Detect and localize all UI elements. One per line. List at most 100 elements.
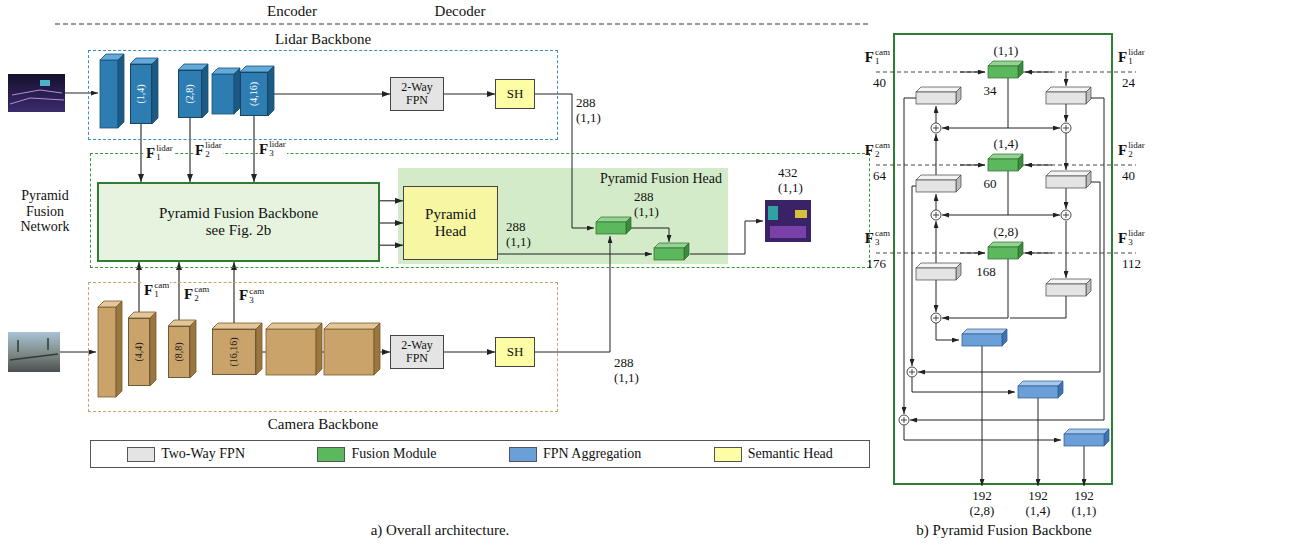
level-input — [1025, 253, 1052, 254]
math-superscript: cam — [249, 287, 264, 296]
camera-image-detail — [10, 338, 58, 360]
feature-label: F2cam — [183, 285, 210, 303]
output-wire — [1084, 446, 1085, 486]
math-subscript: 3 — [1128, 238, 1133, 247]
math-superscript: cam — [194, 285, 209, 294]
figure-label: 288 (1,1) — [634, 190, 659, 219]
fpn-block — [1046, 279, 1091, 296]
fusion-module — [596, 217, 631, 234]
math-subscript: 3 — [249, 296, 254, 305]
encoder-block: (1,4) — [130, 64, 152, 124]
flow-arrow — [178, 262, 179, 326]
math-index: 1cam — [875, 48, 890, 66]
output-wire — [690, 221, 763, 254]
group-heading: Pyramid Fusion Head — [600, 171, 722, 187]
legend-text: Semantic Head — [748, 446, 833, 462]
figure-label: 64 — [873, 169, 886, 184]
figure-label: F2lidar — [1118, 141, 1145, 159]
node-text: SH — [507, 345, 524, 360]
figure-label: 192 (2,8) — [970, 489, 995, 518]
backbone-frame: (4,4)(8,8)(16,16)2-Way FPNSHCamera Backb… — [88, 282, 558, 412]
flow-wire — [1066, 104, 1067, 122]
flow-wire — [1066, 133, 1067, 170]
math-superscript: cam — [154, 281, 169, 290]
legend-text: Two-Way FPN — [161, 446, 245, 462]
flow-wire — [936, 194, 937, 210]
block-side — [152, 58, 158, 124]
legend-item: Semantic Head — [714, 446, 833, 462]
encoder-block: (8,8) — [168, 326, 190, 378]
flow-arrow — [253, 116, 254, 182]
block-top — [324, 323, 380, 329]
math-subscript: 2 — [194, 294, 199, 303]
aggregation-block — [1018, 381, 1063, 398]
figure-label: 432 (1,1) — [778, 166, 803, 195]
math-superscript: cam — [875, 48, 890, 57]
output-image-road — [770, 226, 806, 238]
camera-image — [8, 332, 60, 372]
level-input — [960, 165, 985, 166]
level-input — [960, 253, 985, 254]
legend-swatch — [714, 447, 742, 462]
level-input — [960, 72, 985, 73]
math-subscript: 3 — [269, 149, 274, 158]
output-image — [765, 200, 811, 242]
sum-symbol — [1061, 210, 1071, 220]
legend-text: Fusion Module — [351, 446, 436, 462]
fusion-module — [654, 243, 689, 260]
legend-item: Fusion Module — [317, 446, 436, 462]
figure-label: F2cam — [865, 141, 890, 159]
math-superscript: lidar — [205, 141, 222, 150]
encoder-block: (2,8) — [178, 70, 202, 118]
math-symbol: F — [184, 287, 193, 302]
flow-wire — [936, 106, 937, 123]
lidar-image-spot — [40, 80, 50, 86]
figure-label: 192 (1,1) — [1072, 489, 1097, 518]
sum-symbol — [931, 123, 941, 133]
node-text: (16,16) — [229, 337, 239, 366]
group-heading: Pyramid Fusion Network — [5, 188, 85, 235]
fusion-module — [988, 242, 1023, 259]
node-text: Pyramid Head — [416, 206, 486, 240]
node-text: 2-Way FPN — [396, 339, 438, 366]
math-index: 3lidar — [269, 140, 286, 158]
flow-wire — [904, 425, 1061, 440]
math-symbol: F — [1118, 49, 1127, 66]
figure-label: 60 — [984, 177, 997, 192]
level-rule — [876, 72, 1136, 253]
header-rule — [55, 24, 870, 25]
block-side — [118, 54, 124, 128]
math-subscript: 1 — [154, 290, 159, 299]
node-text: (1,4) — [136, 84, 146, 103]
math-superscript: lidar — [1128, 141, 1145, 150]
feature-label: F1lidar — [145, 144, 174, 162]
flow-arrow — [380, 245, 403, 246]
math-symbol: F — [146, 146, 155, 161]
input-arrow — [60, 352, 96, 353]
math-superscript: lidar — [156, 144, 173, 153]
math-index: 3lidar — [1128, 229, 1145, 247]
figure-label: 24 — [1122, 76, 1135, 91]
math-superscript: lidar — [1128, 229, 1145, 238]
fpn-block — [916, 263, 961, 280]
heading-holder: Lidar Backbone — [89, 30, 557, 48]
sum-symbol — [899, 415, 909, 425]
block-top — [266, 323, 322, 329]
figure-label: 34 — [984, 84, 997, 99]
backbone-frame: (1,4)(2,8)(4,16)2-Way FPNSHLidar Backbon… — [88, 50, 558, 140]
math-index: 2lidar — [1128, 141, 1145, 159]
math-subscript: 1 — [1128, 57, 1133, 66]
heading-holder: Pyramid Fusion Network — [5, 188, 85, 235]
block-side — [190, 320, 196, 378]
flow-wire — [936, 221, 937, 263]
fpn-block — [1046, 87, 1091, 104]
math-symbol: F — [865, 142, 874, 159]
figure-label: (2,8) — [994, 225, 1019, 240]
math-subscript: 1 — [875, 57, 880, 66]
block-side — [116, 301, 122, 397]
encoder-block — [212, 74, 234, 114]
feature-label: F3lidar — [258, 140, 287, 158]
fpn-block — [916, 87, 961, 104]
figure-label: 176 — [867, 257, 887, 272]
